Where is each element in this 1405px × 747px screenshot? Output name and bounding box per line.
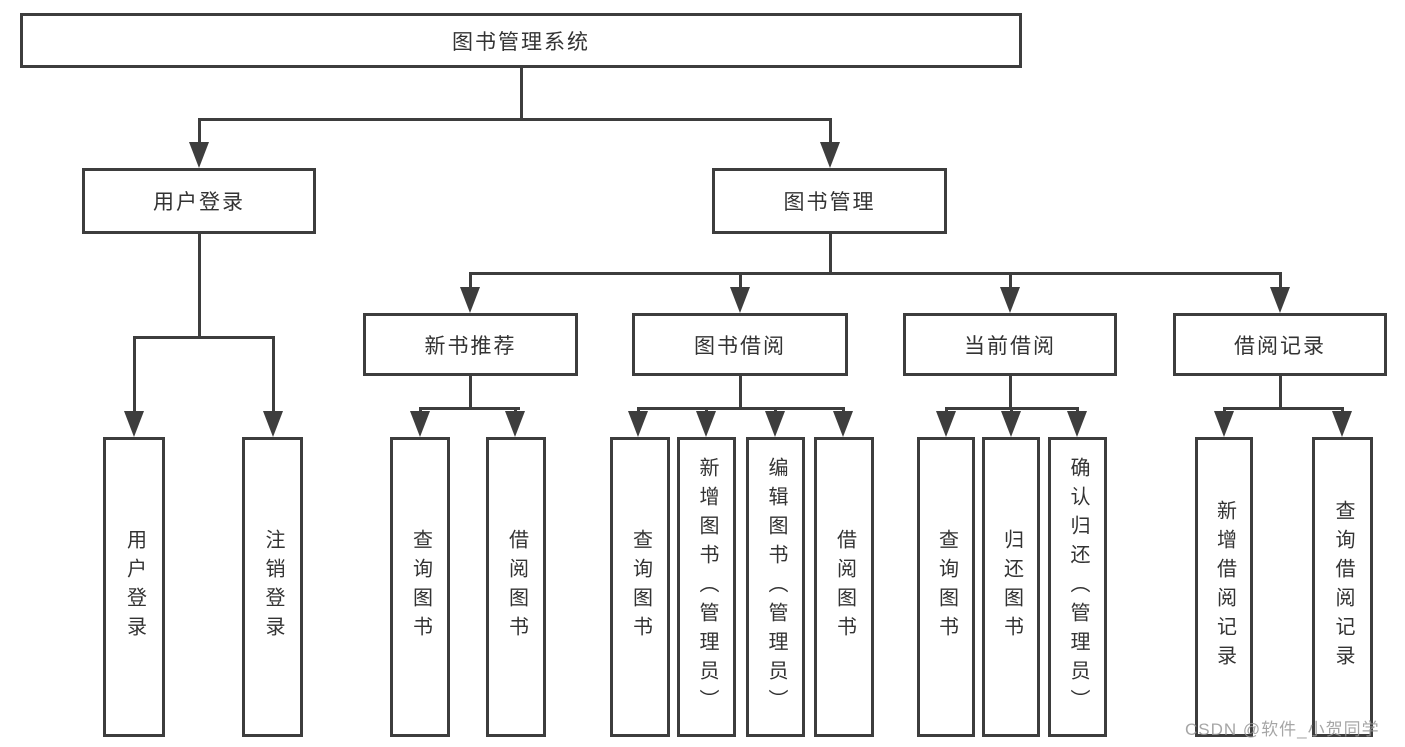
connector-bookborrow-vertical (739, 376, 742, 410)
node-book-borrow: 图书借阅 (632, 313, 848, 376)
connector-user-login-vertical (198, 234, 201, 338)
arrowhead-icon (1001, 411, 1021, 437)
leaf-record-add-borrow-record: 新增借阅记录 (1195, 437, 1253, 737)
connector-bookborrow-split (637, 407, 844, 410)
arrowhead-icon (1270, 287, 1290, 313)
connector-borrowrecord-vertical (1279, 376, 1282, 410)
arrowhead-icon (936, 411, 956, 437)
arrowhead-icon (628, 411, 648, 437)
leaf-currentborrow-confirm-return-admin: 确认归还（管理员） (1048, 437, 1107, 737)
leaf-logout: 注销登录 (242, 437, 303, 737)
connector-level1-horizontal (198, 118, 832, 121)
connector-newbook-split (419, 407, 520, 410)
connector-book-mgmt-vertical (829, 234, 832, 275)
connector-book-mgmt-stem (829, 118, 832, 146)
arrowhead-icon (696, 411, 716, 437)
arrowhead-icon (263, 411, 283, 437)
connector-root-vertical (520, 68, 523, 120)
connector-newbook-stem (469, 272, 472, 290)
arrowhead-icon (765, 411, 785, 437)
arrowhead-icon (1332, 411, 1352, 437)
leaf-bookborrow-edit-books-admin: 编辑图书（管理员） (746, 437, 805, 737)
leaf-bookborrow-query-books: 查询图书 (610, 437, 670, 737)
arrowhead-icon (410, 411, 430, 437)
leaf-bookborrow-borrow-books: 借阅图书 (814, 437, 874, 737)
arrowhead-icon (1214, 411, 1234, 437)
arrowhead-icon (189, 142, 209, 168)
leaf-newbook-borrow-books: 借阅图书 (486, 437, 546, 737)
leaf-currentborrow-return-books: 归还图书 (982, 437, 1040, 737)
branch-user-login: 用户登录 (82, 168, 316, 234)
root-node: 图书管理系统 (20, 13, 1022, 68)
connector-leaf-stem (272, 336, 275, 414)
csdn-watermark: CSDN @软件_小贺同学 (1185, 720, 1380, 739)
connector-currentborrow-stem (1009, 272, 1012, 290)
arrowhead-icon (820, 142, 840, 168)
connector-level2-horizontal (469, 272, 1282, 275)
arrowhead-icon (124, 411, 144, 437)
leaf-user-login: 用户登录 (103, 437, 165, 737)
node-new-book-recommend: 新书推荐 (363, 313, 578, 376)
arrowhead-icon (730, 287, 750, 313)
arrowhead-icon (505, 411, 525, 437)
connector-leaf-stem (133, 336, 136, 414)
leaf-currentborrow-query-books: 查询图书 (917, 437, 975, 737)
node-current-borrow: 当前借阅 (903, 313, 1117, 376)
leaf-newbook-query-books: 查询图书 (390, 437, 450, 737)
connector-newbook-vertical (469, 376, 472, 410)
arrowhead-icon (833, 411, 853, 437)
connector-user-login-stem (198, 118, 201, 146)
arrowhead-icon (1067, 411, 1087, 437)
leaf-bookborrow-add-books-admin: 新增图书（管理员） (677, 437, 736, 737)
branch-book-management: 图书管理 (712, 168, 947, 234)
node-borrow-record: 借阅记录 (1173, 313, 1387, 376)
connector-currentborrow-vertical (1009, 376, 1012, 410)
connector-borrowrecord-stem (1279, 272, 1282, 290)
connector-bookborrow-stem (739, 272, 742, 290)
arrowhead-icon (460, 287, 480, 313)
connector-user-login-split (133, 336, 275, 339)
connector-borrowrecord-split (1223, 407, 1343, 410)
leaf-record-query-borrow-record: 查询借阅记录 (1312, 437, 1373, 737)
arrowhead-icon (1000, 287, 1020, 313)
